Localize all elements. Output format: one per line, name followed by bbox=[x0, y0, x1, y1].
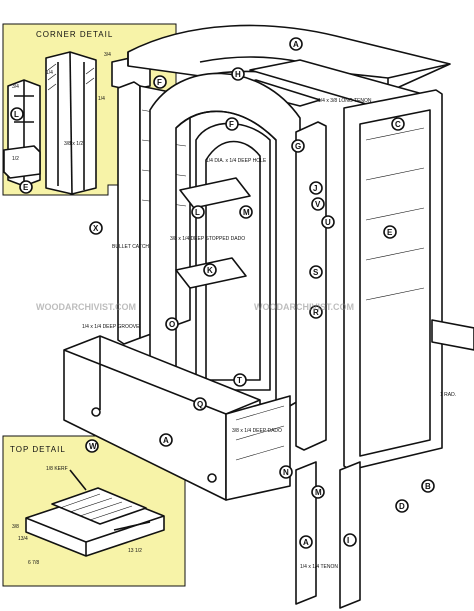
part-letter-v: V bbox=[311, 197, 325, 211]
annotation-tenon-top: 1/4 x 3/8 LONG TENON bbox=[318, 98, 372, 104]
svg-text:G: G bbox=[295, 142, 301, 151]
svg-text:U: U bbox=[325, 218, 331, 227]
center-arched-panel bbox=[175, 122, 271, 391]
part-letter-k: K bbox=[203, 263, 217, 277]
part-letter-o: O bbox=[165, 317, 179, 331]
annotation-dado: 3/8 x 1/4 DEEP STOPPED DADO bbox=[170, 236, 245, 242]
part-letter-m: M bbox=[239, 205, 253, 219]
svg-text:W: W bbox=[89, 442, 97, 451]
svg-text:O: O bbox=[169, 320, 175, 329]
knob-icon bbox=[207, 473, 217, 483]
svg-text:I: I bbox=[347, 536, 349, 545]
annotation-hole: 1/4 DIA. x 1/4 DEEP HOLE bbox=[206, 158, 267, 164]
part-letter-r: R bbox=[309, 305, 323, 319]
part-letter-j: J bbox=[309, 181, 323, 195]
part-letter-c: C bbox=[391, 117, 405, 131]
svg-text:L: L bbox=[14, 110, 19, 119]
svg-text:D: D bbox=[399, 502, 405, 511]
part-letter-callouts: A H F G C J V U E X L M K S R O T Q A W … bbox=[85, 37, 435, 549]
top-detail-inset: TOP DETAIL 1/8 KERF 3/8 13/4 6 7/8 13 1/… bbox=[2, 435, 186, 587]
td-label-c: 6 7/8 bbox=[28, 560, 39, 566]
right-side-frame bbox=[295, 89, 474, 471]
annotation-tenon-bottom: 1/4 x 1/4 TENON bbox=[300, 564, 338, 570]
part-letter-w: W bbox=[85, 439, 99, 453]
svg-text:A: A bbox=[293, 40, 299, 49]
corner-detail-title: CORNER DETAIL bbox=[36, 30, 113, 39]
part-letter-m2: M bbox=[311, 485, 325, 499]
part-letter-n: N bbox=[279, 465, 293, 479]
td-label-a: 3/8 bbox=[12, 524, 19, 530]
part-letter-q: Q bbox=[193, 397, 207, 411]
knob-icon bbox=[91, 407, 101, 417]
part-letter-b: B bbox=[421, 479, 435, 493]
td-label-d: 13 1/2 bbox=[128, 548, 142, 554]
annotation-dado2: 3/8 x 1/4 DEEP DADO bbox=[232, 428, 282, 434]
svg-text:M: M bbox=[315, 488, 322, 497]
part-letter-i: I bbox=[343, 533, 357, 547]
part-letter-h: H bbox=[231, 67, 245, 81]
part-letter-a-top: A bbox=[289, 37, 303, 51]
part-letter-u: U bbox=[321, 215, 335, 229]
svg-text:E: E bbox=[23, 183, 29, 192]
svg-text:T: T bbox=[237, 376, 242, 385]
svg-text:Q: Q bbox=[197, 400, 203, 409]
part-letter-a-drawer: A bbox=[159, 433, 173, 447]
part-letter-x: X bbox=[89, 221, 103, 235]
cd-letter-e: E bbox=[19, 180, 33, 194]
bottom-legs bbox=[295, 461, 361, 609]
annotations: 1/4 x 3/8 LONG TENON 1/4 DIA. x 1/4 DEEP… bbox=[82, 98, 456, 570]
cd-label-f: 3/8 x 1/2 bbox=[64, 141, 83, 147]
svg-text:E: E bbox=[387, 228, 393, 237]
part-letter-l: L bbox=[191, 205, 205, 219]
svg-text:F: F bbox=[229, 120, 234, 129]
cd-label-a: 1/4 bbox=[46, 70, 53, 76]
svg-text:H: H bbox=[235, 70, 241, 79]
cd-letter-f: F bbox=[153, 75, 167, 89]
cd-label-e: 1/2 bbox=[12, 156, 19, 162]
cd-label-b: 3/4 bbox=[104, 52, 111, 58]
annotation-groove: 1/4 x 1/4 DEEP GROOVE bbox=[82, 324, 140, 330]
svg-text:X: X bbox=[93, 224, 99, 233]
part-letter-e: E bbox=[383, 225, 397, 239]
part-letter-t: T bbox=[233, 373, 247, 387]
svg-text:L: L bbox=[195, 208, 200, 217]
svg-text:A: A bbox=[303, 538, 309, 547]
cd-label-c: 3/4 bbox=[12, 84, 19, 90]
top-detail-title: TOP DETAIL bbox=[10, 445, 66, 454]
svg-text:N: N bbox=[283, 468, 289, 477]
part-letter-d: D bbox=[395, 499, 409, 513]
svg-text:K: K bbox=[207, 266, 213, 275]
part-letter-s: S bbox=[309, 265, 323, 279]
watermark-right: WOODARCHIVIST.COM bbox=[254, 302, 354, 312]
drawer bbox=[63, 335, 291, 501]
svg-text:S: S bbox=[313, 268, 319, 277]
svg-text:V: V bbox=[315, 200, 321, 209]
part-letter-a-bottom: A bbox=[299, 535, 313, 549]
annotation-bullet: BULLET CATCH bbox=[112, 244, 149, 250]
part-letter-f: F bbox=[225, 117, 239, 131]
svg-text:M: M bbox=[243, 208, 250, 217]
td-label-b: 13/4 bbox=[18, 536, 28, 542]
cd-letter-l: L bbox=[10, 107, 24, 121]
svg-text:R: R bbox=[313, 308, 319, 317]
svg-text:F: F bbox=[157, 78, 162, 87]
watermark: WOODARCHIVIST.COM WOODARCHIVIST.COM bbox=[36, 302, 354, 312]
svg-text:J: J bbox=[313, 184, 317, 193]
annotation-radius: 1 RAD. bbox=[440, 392, 456, 398]
part-letter-g: G bbox=[291, 139, 305, 153]
svg-text:B: B bbox=[425, 482, 431, 491]
td-kerf-label: 1/8 KERF bbox=[46, 466, 68, 472]
svg-text:A: A bbox=[163, 436, 169, 445]
cd-label-d: 1/4 bbox=[98, 96, 105, 102]
watermark-left: WOODARCHIVIST.COM bbox=[36, 302, 136, 312]
svg-text:C: C bbox=[395, 120, 401, 129]
